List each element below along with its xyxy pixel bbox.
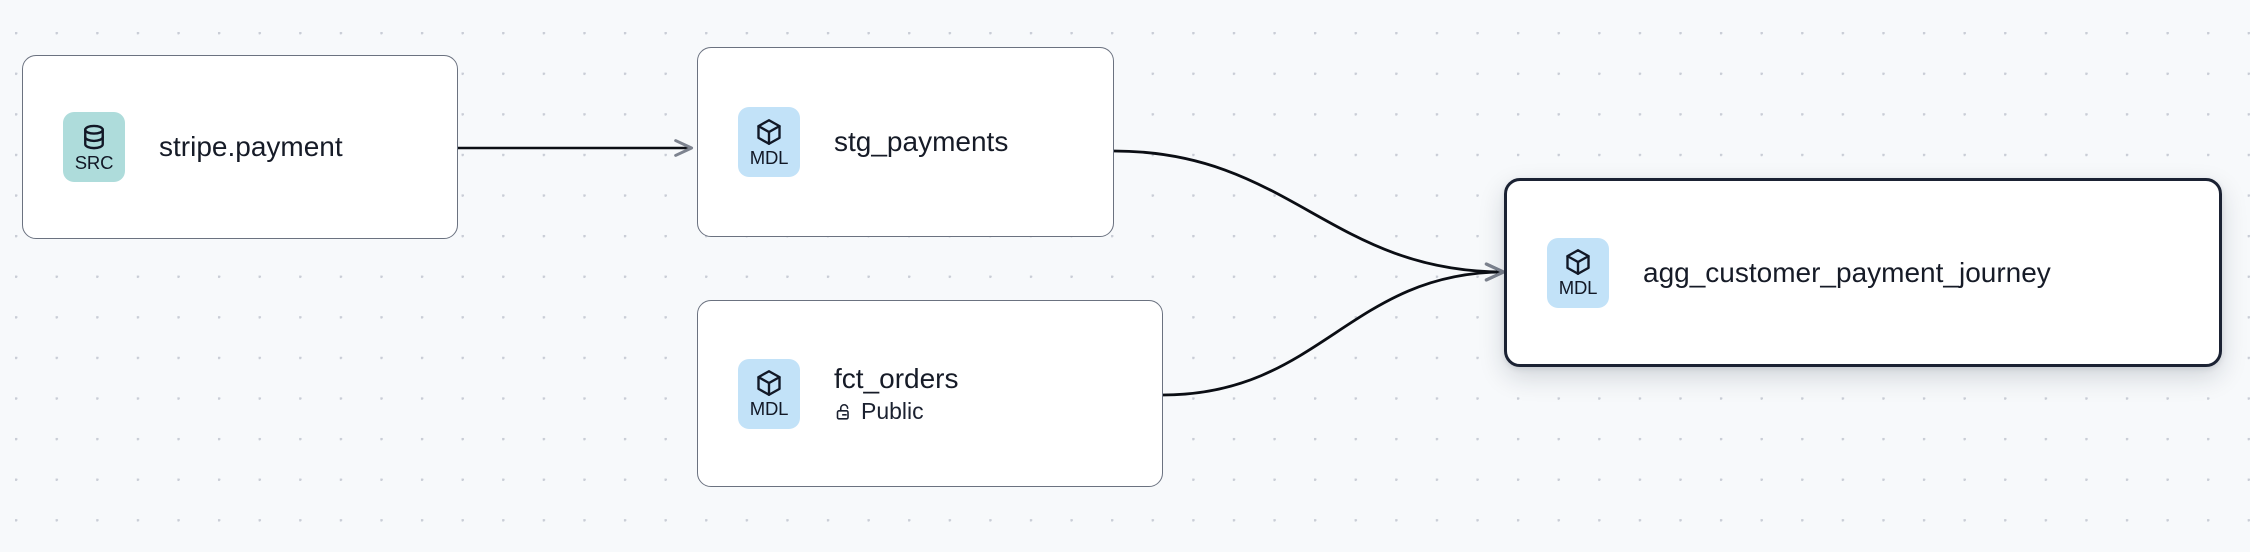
badge-mdl: MDL [738,107,800,177]
badge-mdl: MDL [738,358,800,429]
unlock-icon [834,402,854,422]
cube-icon [754,368,784,398]
cube-icon [754,117,784,147]
edge-stg-to-agg [1113,149,1506,282]
edge-fct-to-agg [1162,262,1506,397]
badge-mdl-label: MDL [749,398,789,420]
node-visibility: Public [834,398,959,425]
node-fct-orders[interactable]: MDL fct_orders Public [697,300,1163,487]
node-stg-payments[interactable]: MDL stg_payments [697,47,1114,237]
node-title: stripe.payment [159,131,343,163]
node-labels: stripe.payment [159,130,343,163]
badge-mdl-label: MDL [749,146,789,168]
node-title: agg_customer_payment_journey [1643,256,2051,288]
badge-mdl-label: MDL [1558,277,1598,299]
node-visibility-label: Public [861,397,924,424]
cube-icon [1563,247,1593,277]
badge-mdl: MDL [1547,237,1609,308]
node-agg-customer-payment-journey[interactable]: MDL agg_customer_payment_journey [1504,178,2222,367]
node-stripe-payment[interactable]: SRC stripe.payment [22,55,458,239]
node-title: stg_payments [834,126,1009,158]
node-title: fct_orders [834,362,959,394]
database-icon [79,122,109,152]
node-labels: fct_orders Public [834,362,959,425]
badge-src-label: SRC [74,151,114,173]
node-labels: stg_payments [834,125,1008,158]
badge-src: SRC [63,112,125,182]
node-labels: agg_customer_payment_journey [1643,256,2051,289]
